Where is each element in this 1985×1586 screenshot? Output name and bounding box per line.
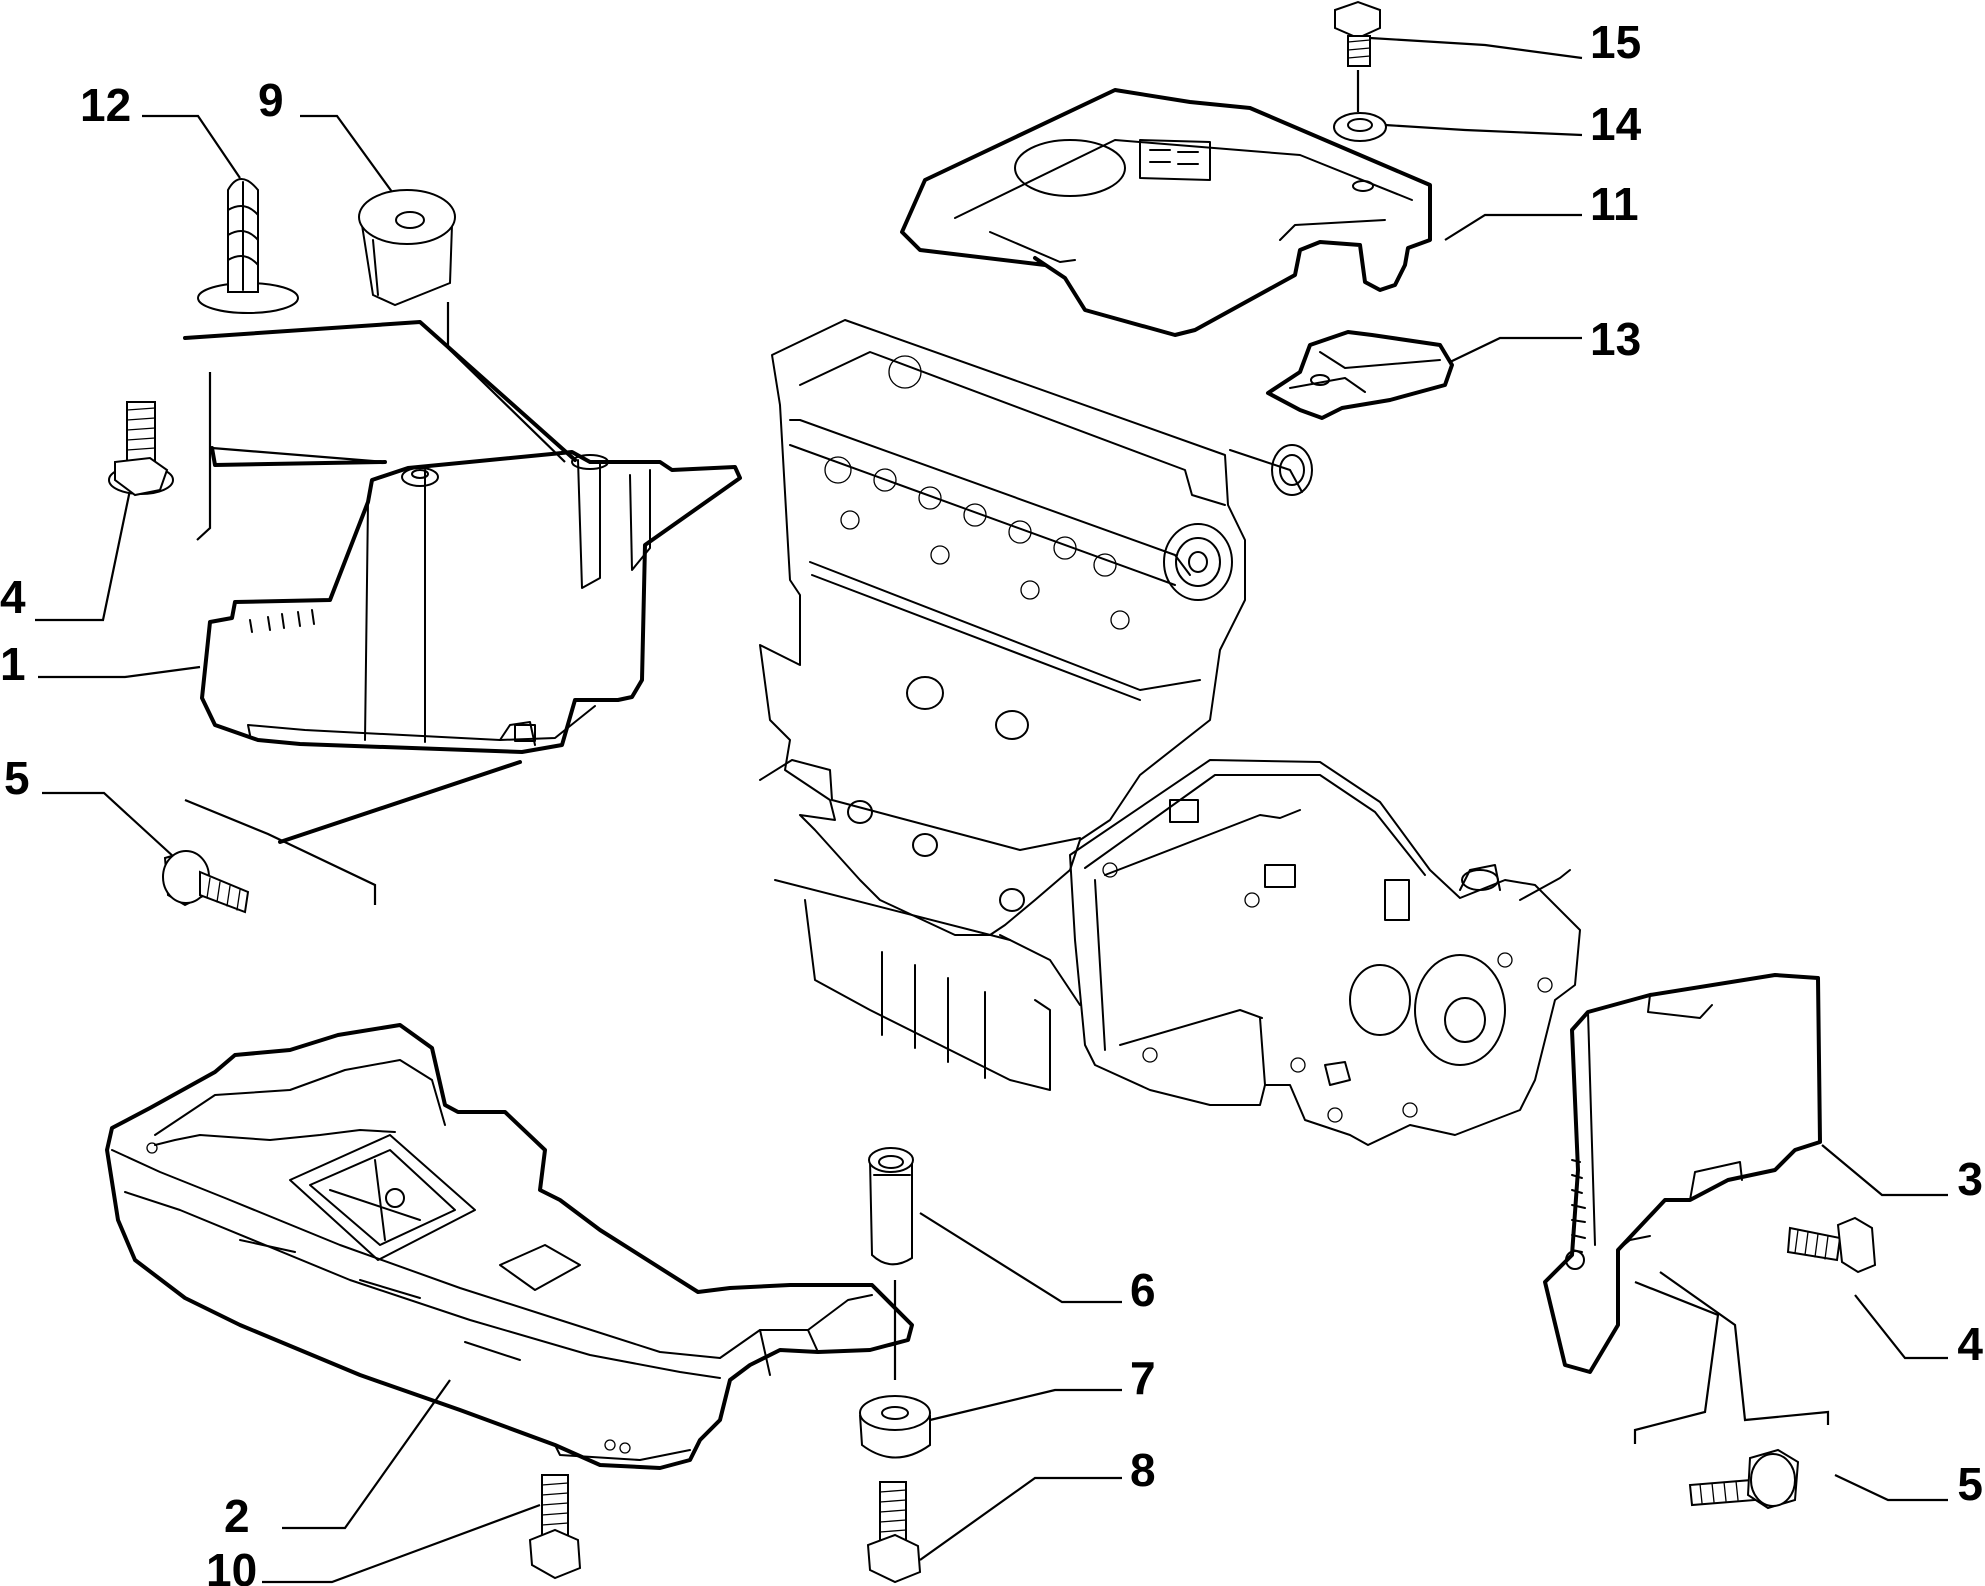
leader-1 (38, 665, 201, 679)
part-1-left-splash-shield (200, 450, 742, 754)
callout-12: 12 (80, 79, 131, 131)
part-15-bolt (1334, 0, 1381, 67)
leader-2 (282, 1379, 451, 1530)
leader-12 (142, 114, 241, 179)
part-3-right-splash-shield (1543, 973, 1822, 1374)
assembly-line-top-left-4 (210, 446, 387, 467)
leader-5-right (1834, 1474, 1948, 1502)
leader-10 (262, 1503, 541, 1584)
engine-head-holes (824, 355, 1130, 630)
part-7-rubber-washer (859, 1395, 931, 1459)
assembly-line-right-2 (1659, 1271, 1830, 1425)
assembly-line-top-left (183, 320, 577, 462)
callout-10: 10 (206, 1544, 257, 1586)
callout-13: 13 (1590, 313, 1641, 365)
leader-lines (35, 36, 1948, 1584)
part-11-engine-top-cover (900, 88, 1432, 337)
callout-9: 9 (258, 74, 284, 126)
part-14-washer (1333, 112, 1387, 142)
callout-8: 8 (1130, 1444, 1156, 1496)
assembly-line-top-left-5 (211, 446, 386, 464)
leader-9 (300, 114, 396, 197)
engine-block (759, 319, 1313, 1091)
callout-1: 1 (0, 638, 26, 690)
part-2-under-engine-guard (105, 1023, 914, 1470)
leader-8 (919, 1476, 1122, 1561)
part-8-bolt (866, 1481, 922, 1584)
callout-4-left: 4 (0, 571, 26, 623)
callout-11: 11 (1590, 178, 1639, 230)
leader-13 (1449, 336, 1582, 363)
assembly-lines (183, 70, 1830, 1444)
gearbox (1069, 759, 1581, 1146)
leader-4-right (1854, 1294, 1948, 1360)
callout-3: 3 (1957, 1153, 1983, 1205)
callout-14: 14 (1590, 98, 1642, 150)
leader-4-left (35, 489, 132, 622)
part-12-push-in-rivet (197, 178, 299, 314)
part-10-flange-bolt (528, 1474, 582, 1580)
callout-2: 2 (224, 1490, 250, 1542)
callout-6: 6 (1130, 1264, 1156, 1316)
part-5-screw-right (1688, 1448, 1800, 1510)
assembly-line-top-left-3 (196, 372, 212, 541)
callout-5-right: 5 (1957, 1458, 1983, 1510)
assembly-line-bottom-left-2 (184, 798, 377, 905)
callout-4-right: 4 (1957, 1318, 1983, 1370)
part-13-cover-bracket (1266, 330, 1454, 420)
leader-14 (1384, 123, 1583, 137)
leader-6 (919, 1212, 1122, 1304)
callout-5-left: 5 (4, 752, 30, 804)
leader-15 (1369, 36, 1583, 60)
callout-7: 7 (1130, 1352, 1156, 1404)
part-9-grommet-nut (358, 189, 456, 307)
assembly-line-right-1 (1633, 1280, 1720, 1444)
part-5-screw-left (162, 850, 250, 914)
leader-3 (1821, 1144, 1948, 1197)
leader-11 (1444, 213, 1582, 241)
assembly-line-top-left-2 (446, 302, 566, 463)
part-6-spacer-bushing (868, 1147, 914, 1266)
assembly-line-bottom-left (278, 760, 522, 844)
part-4-flange-bolt-right (1786, 1216, 1877, 1274)
leader-5-left (42, 791, 176, 859)
part-4-flange-bolt-left (108, 401, 174, 497)
callout-15: 15 (1590, 16, 1641, 68)
callout-labels: 12 9 15 14 11 13 4 1 5 3 6 4 7 8 5 2 10 (0, 16, 1983, 1586)
leader-7 (929, 1388, 1122, 1422)
